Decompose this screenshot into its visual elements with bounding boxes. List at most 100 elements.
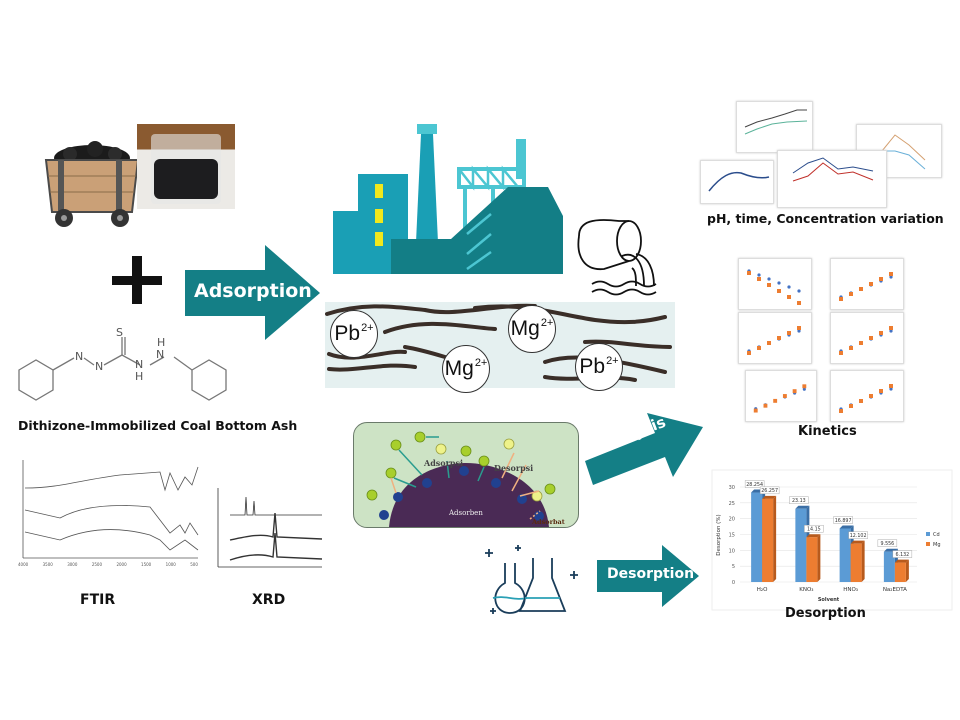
material-caption: Dithizone-Immobilized Coal Bottom Ash bbox=[18, 418, 298, 433]
x-tick-label: KNO₃ bbox=[799, 587, 813, 593]
adsorption-arrow-label: Adsorption bbox=[194, 280, 312, 302]
y-tick-label: 25 bbox=[729, 501, 735, 507]
bar-top bbox=[839, 525, 854, 529]
data-label: 12.102 bbox=[850, 533, 867, 539]
bar-cd bbox=[795, 508, 807, 582]
adsorbat-label: Adsorbat bbox=[532, 518, 565, 526]
desorpsi-label: Desorpsi bbox=[494, 463, 534, 473]
bar-top bbox=[762, 495, 777, 499]
tick: 3000 bbox=[67, 562, 78, 567]
desorption-label: Desorption bbox=[785, 606, 866, 621]
kinetics-plot bbox=[738, 258, 812, 310]
bar-cd bbox=[839, 528, 851, 582]
legend-swatch bbox=[926, 532, 930, 536]
data-label-box bbox=[759, 486, 780, 495]
desorption-arrow-label: Desorption bbox=[607, 566, 695, 582]
y-tick-label: 5 bbox=[732, 564, 735, 570]
ion-symbol: Pb bbox=[334, 322, 361, 345]
tick: 2000 bbox=[116, 562, 127, 567]
kinetics-plot bbox=[745, 370, 817, 422]
kinetics-plot bbox=[830, 370, 904, 422]
xrd-label: XRD bbox=[252, 592, 286, 608]
data-label: 14.15 bbox=[807, 526, 821, 532]
bar-mg bbox=[894, 562, 906, 582]
ion-symbol: Mg bbox=[444, 357, 474, 380]
y-tick-label: 10 bbox=[729, 548, 735, 554]
data-label-box bbox=[804, 524, 824, 533]
water-band bbox=[325, 302, 675, 388]
bar-mg bbox=[762, 498, 774, 582]
analysis-arrow bbox=[585, 413, 703, 485]
coal-fibers bbox=[325, 303, 672, 382]
tick: 1000 bbox=[165, 562, 176, 567]
variation-plot-2 bbox=[700, 160, 774, 204]
atom-n1: N bbox=[75, 350, 84, 363]
kinetics-plot bbox=[738, 312, 812, 364]
bar-cd bbox=[883, 551, 895, 582]
x-tick-label: Na₂EDTA bbox=[883, 587, 907, 593]
legend-label: Mg bbox=[933, 542, 941, 548]
ftir-spectrum bbox=[22, 460, 199, 559]
xrd-pattern bbox=[217, 488, 323, 568]
x-axis-label: Solvent bbox=[818, 597, 840, 603]
tick: 2500 bbox=[91, 562, 103, 567]
ion-symbol: Pb bbox=[579, 355, 606, 378]
flasks-icon bbox=[485, 545, 578, 614]
atom-s: S bbox=[116, 326, 123, 339]
data-label: 26.257 bbox=[761, 488, 778, 494]
y-tick-label: 0 bbox=[732, 580, 735, 586]
legend-label: Cd bbox=[933, 532, 940, 538]
dithizone-molecule bbox=[18, 337, 227, 401]
data-label-box bbox=[892, 550, 913, 558]
ftir-label: FTIR bbox=[80, 592, 116, 608]
atom-n3: N bbox=[135, 358, 144, 371]
bar-top bbox=[806, 534, 821, 538]
data-label-box bbox=[833, 516, 853, 524]
variation-plot-4 bbox=[777, 150, 887, 208]
bar-side bbox=[773, 495, 777, 582]
y-tick-label: 15 bbox=[729, 533, 735, 539]
x-tick-label: H₂O bbox=[757, 587, 768, 593]
bar-side bbox=[905, 559, 909, 582]
y-tick-label: 20 bbox=[729, 517, 735, 523]
adsorben-label: Adsorben bbox=[449, 509, 483, 517]
adsorpsi-label: Adsorpsi bbox=[424, 458, 463, 468]
data-label: 28.254 bbox=[746, 482, 763, 488]
atom-n4: N bbox=[156, 348, 165, 361]
bar-mg bbox=[806, 537, 818, 582]
coal-cart-icon bbox=[44, 141, 140, 227]
data-label-box bbox=[848, 531, 868, 539]
variation-label: pH, time, Concentration variation bbox=[707, 211, 944, 226]
factory-icon bbox=[333, 124, 563, 274]
data-label-box bbox=[744, 480, 765, 488]
data-label: 9.556 bbox=[881, 541, 895, 547]
atom-h1: H bbox=[135, 370, 144, 383]
bar-side bbox=[861, 540, 865, 582]
bar-top bbox=[850, 540, 865, 544]
bar-top bbox=[894, 559, 909, 563]
data-label: 16.897 bbox=[835, 518, 852, 524]
ash-bag-photo bbox=[137, 124, 235, 209]
data-label-box bbox=[789, 496, 809, 504]
bar-side bbox=[817, 534, 821, 582]
data-label: 23.13 bbox=[792, 498, 806, 504]
atom-h2: H bbox=[157, 336, 166, 349]
plus-icon bbox=[112, 256, 162, 304]
kinetics-label: Kinetics bbox=[798, 424, 857, 439]
legend-swatch bbox=[926, 542, 930, 546]
mechanism-drawing bbox=[366, 431, 556, 527]
adsorption-mechanism: Adsorpsi Desorpsi Adsorben Adsorbat bbox=[353, 422, 579, 528]
tick: 4000 bbox=[18, 562, 29, 567]
ion-charge: 2+ bbox=[540, 317, 554, 329]
ion-charge: 2+ bbox=[606, 355, 619, 367]
data-label: 6.132 bbox=[896, 552, 910, 558]
ion-charge: 2+ bbox=[474, 357, 488, 369]
kinetics-plot bbox=[830, 258, 904, 310]
drain-pipe-icon bbox=[577, 219, 657, 296]
desorption-arrow bbox=[597, 545, 699, 607]
